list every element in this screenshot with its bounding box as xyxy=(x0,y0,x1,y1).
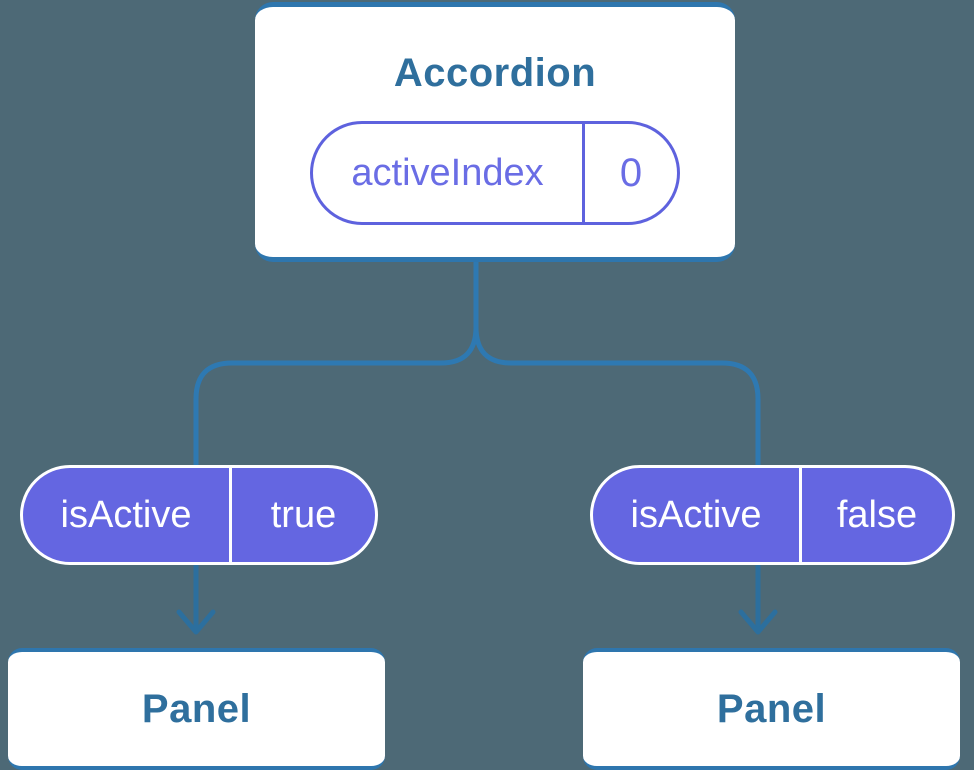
connector-root-to-right-child xyxy=(473,326,761,470)
prop-pill-right: isActive false xyxy=(590,465,955,565)
state-pill: activeIndex 0 xyxy=(310,121,680,225)
prop-pill-right-value: false xyxy=(836,493,918,536)
accordion-node: Accordion activeIndex 0 xyxy=(255,2,735,262)
down-arrow-icon-left xyxy=(176,563,216,635)
prop-pill-left-value: true xyxy=(270,493,337,536)
panel-title-right: Panel xyxy=(716,687,827,731)
prop-pill-left: isActive true xyxy=(20,465,378,565)
state-pill-name: activeIndex xyxy=(313,124,585,222)
prop-pill-left-name: isActive xyxy=(23,468,232,562)
prop-pill-right-name: isActive xyxy=(593,468,802,562)
accordion-title: Accordion xyxy=(393,51,597,95)
panel-title-left: Panel xyxy=(141,687,252,731)
panel-node-right: Panel xyxy=(583,648,960,770)
state-pill-value: 0 xyxy=(619,150,643,195)
connector-root-to-left-child xyxy=(193,326,479,470)
panel-node-left: Panel xyxy=(8,648,385,770)
down-arrow-icon-right xyxy=(738,563,778,635)
